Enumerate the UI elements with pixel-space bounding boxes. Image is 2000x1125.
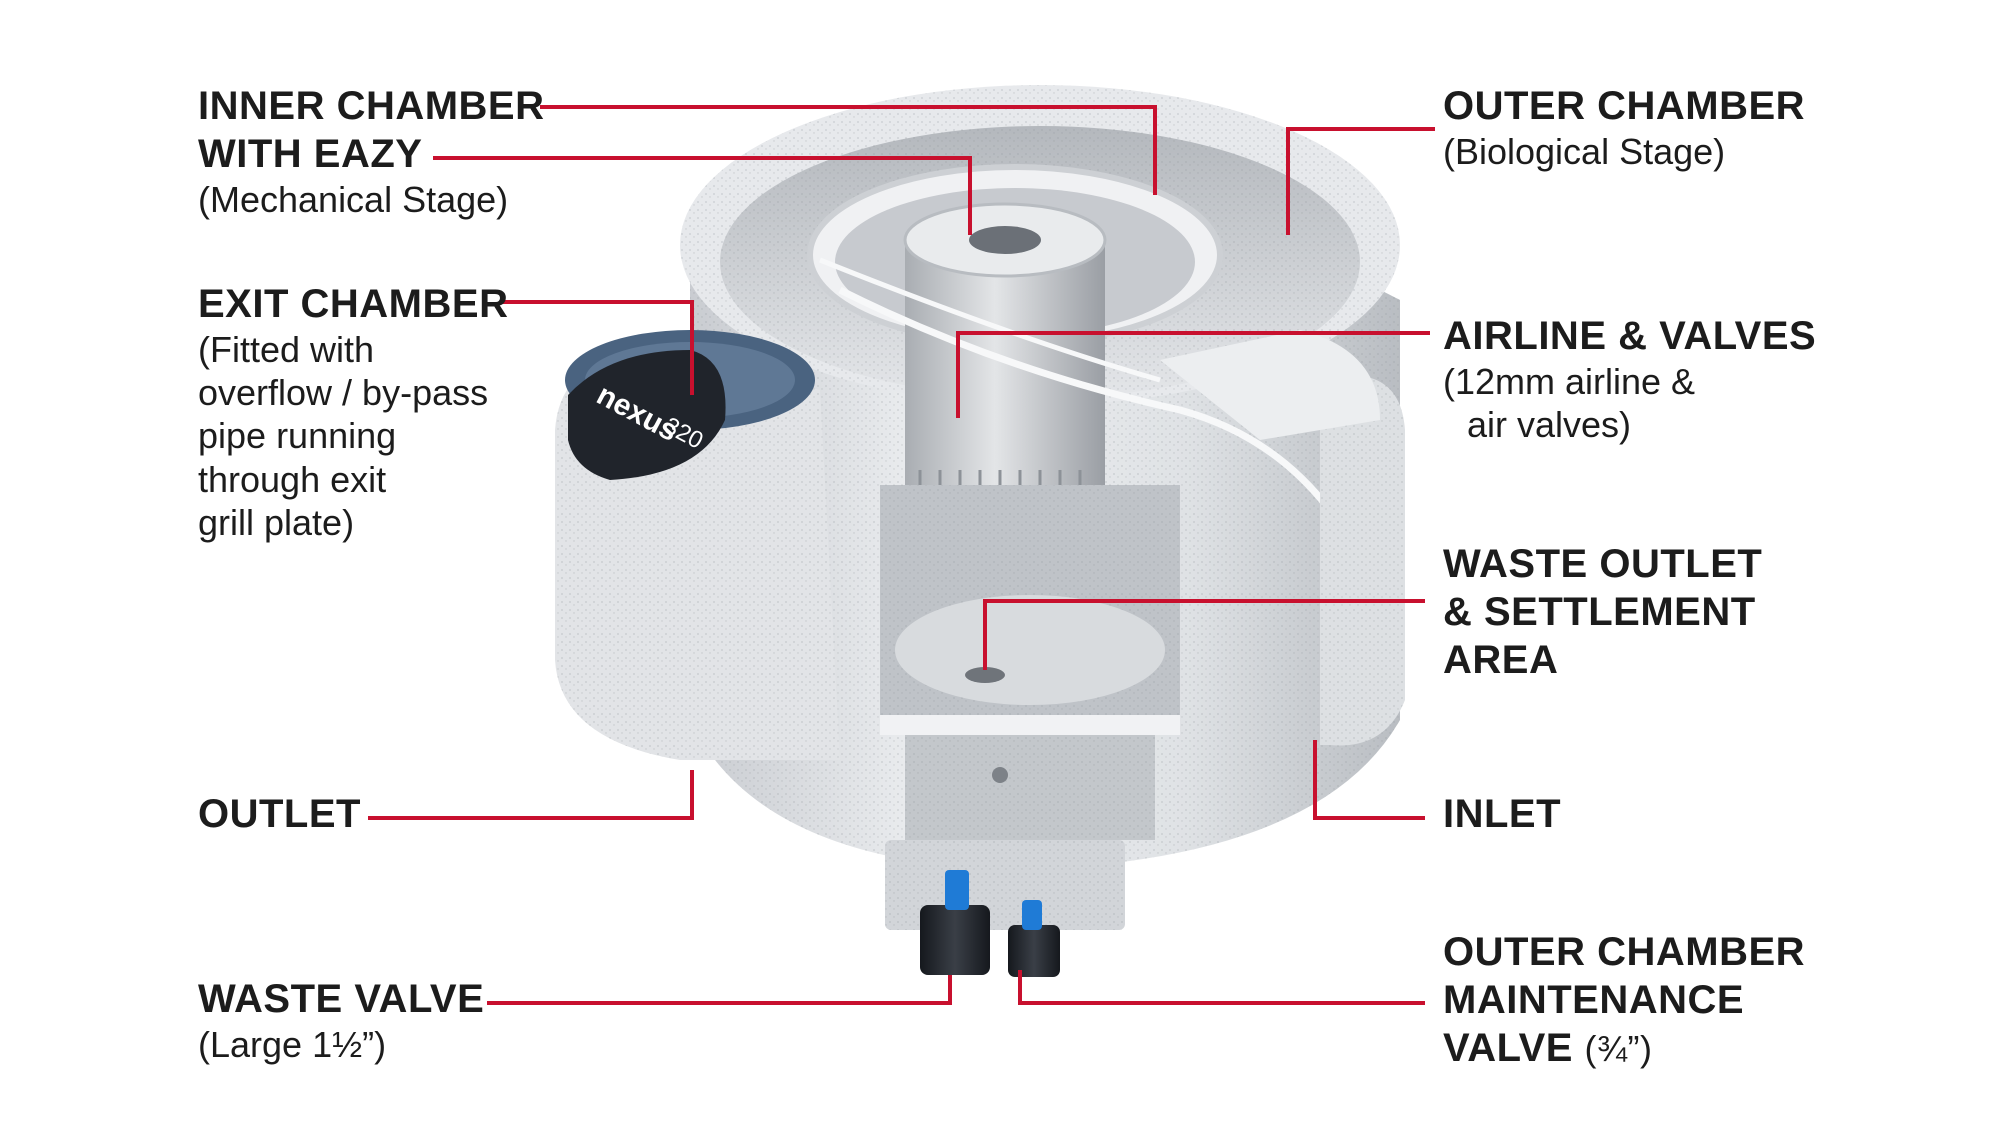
- leader-exit-chamber: [500, 300, 694, 395]
- label-inner-chamber-title1: INNER CHAMBER: [198, 84, 545, 128]
- label-airline-sub-2: air valves): [1467, 404, 1632, 446]
- label-maintenance-valve-title3-row: VALVE (¾”): [1443, 1024, 1805, 1072]
- label-inner-chamber: INNER CHAMBER WITH EAZY (Mechanical Stag…: [198, 82, 545, 221]
- label-inlet-title: INLET: [1443, 792, 1562, 836]
- label-exit-chamber-sub-5: grill plate): [198, 501, 355, 543]
- label-waste-outlet-title1: WASTE OUTLET: [1443, 542, 1763, 586]
- leader-outlet: [368, 770, 694, 820]
- leader-maintenance-valve: [1018, 970, 1425, 1005]
- label-waste-valve-sub: (Large 1½”): [198, 1024, 387, 1065]
- label-inner-chamber-sub: (Mechanical Stage): [198, 179, 509, 220]
- label-waste-valve: WASTE VALVE (Large 1½”): [198, 975, 484, 1066]
- leader-inner-chamber: [540, 105, 1157, 195]
- label-outer-chamber: OUTER CHAMBER (Biological Stage): [1443, 82, 1805, 173]
- label-airline-title: AIRLINE & VALVES: [1443, 314, 1817, 358]
- label-airline-sub-1: (12mm airline &: [1443, 361, 1696, 402]
- label-exit-chamber-sub-4: through exit: [198, 458, 387, 500]
- label-outer-chamber-sub: (Biological Stage): [1443, 131, 1726, 172]
- label-maintenance-valve-title2: MAINTENANCE: [1443, 978, 1745, 1022]
- label-outlet-title: OUTLET: [198, 792, 361, 836]
- label-outer-chamber-title: OUTER CHAMBER: [1443, 84, 1806, 128]
- label-inlet: INLET: [1443, 790, 1561, 838]
- label-outlet: OUTLET: [198, 790, 361, 838]
- leader-inlet: [1313, 740, 1425, 820]
- label-waste-outlet-title3: AREA: [1443, 638, 1559, 682]
- leader-waste-outlet: [983, 599, 1425, 670]
- leader-eazy: [433, 156, 972, 235]
- label-airline: AIRLINE & VALVES (12mm airline & air val…: [1443, 312, 1816, 446]
- label-inner-chamber-title2: WITH EAZY: [198, 132, 423, 176]
- label-maintenance-valve: OUTER CHAMBER MAINTENANCE VALVE (¾”): [1443, 928, 1805, 1072]
- label-exit-chamber-sub-3: pipe running: [198, 415, 397, 457]
- leader-waste-valve: [487, 975, 952, 1005]
- label-exit-chamber-sub-2: overflow / by-pass: [198, 372, 489, 414]
- label-waste-outlet-title2: & SETTLEMENT: [1443, 590, 1756, 634]
- label-waste-valve-title: WASTE VALVE: [198, 977, 485, 1021]
- leader-airline: [956, 331, 1430, 418]
- label-maintenance-valve-title1: OUTER CHAMBER: [1443, 930, 1806, 974]
- leader-outer-chamber: [1286, 127, 1435, 235]
- label-exit-chamber-title: EXIT CHAMBER: [198, 282, 509, 326]
- label-waste-outlet: WASTE OUTLET & SETTLEMENT AREA: [1443, 540, 1762, 684]
- label-exit-chamber: EXIT CHAMBER (Fitted with overflow / by-…: [198, 280, 508, 544]
- label-exit-chamber-sub-1: (Fitted with: [198, 329, 375, 370]
- label-maintenance-valve-title3: VALVE: [1443, 1026, 1573, 1070]
- label-maintenance-valve-sub: (¾”): [1584, 1028, 1653, 1069]
